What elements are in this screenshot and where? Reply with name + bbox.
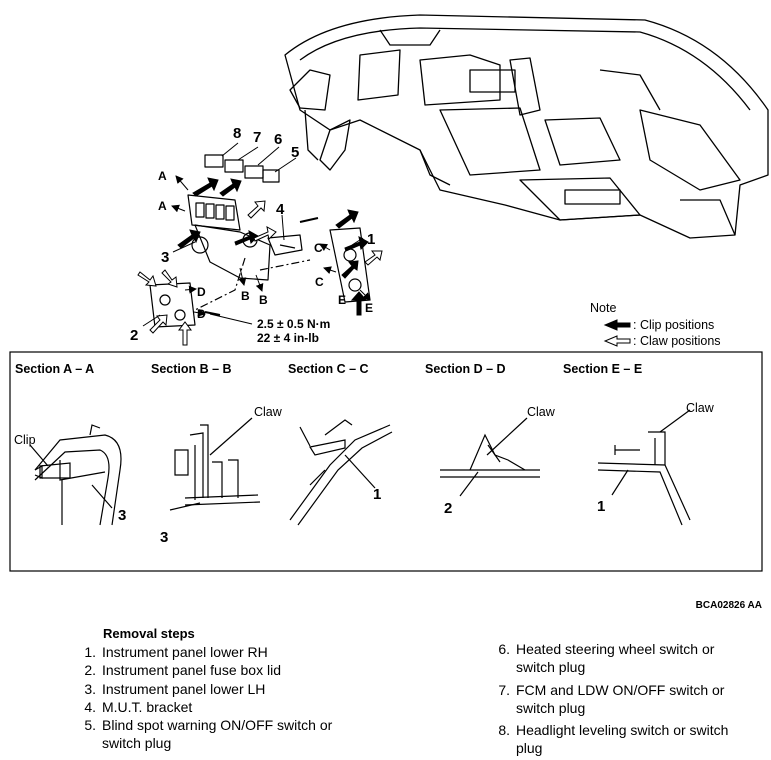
- section-e-label-part: 1: [597, 498, 605, 515]
- section-letter-e-right: E: [365, 301, 373, 315]
- step-number: 5.: [84, 717, 96, 734]
- section-b-drawing: [169, 417, 261, 511]
- sections-box: [9, 351, 763, 572]
- removal-step: 8. Headlight leveling switch or switch pl…: [488, 721, 752, 758]
- removal-step: 7. FCM and LDW ON/OFF switch or switch pl…: [488, 681, 752, 718]
- part-number-2: 2: [130, 327, 138, 344]
- part-number-4: 4: [276, 201, 285, 218]
- section-e-drawing: [597, 409, 691, 526]
- step-text: M.U.T. bracket: [102, 698, 193, 715]
- section-letter-c-top: C: [314, 241, 323, 255]
- note-claw-text: : Claw positions: [633, 334, 721, 348]
- section-c-title: Section C – C: [288, 362, 369, 376]
- section-b-label-claw: Claw: [254, 405, 283, 419]
- section-e-label-claw: Claw: [686, 401, 715, 415]
- section-a-label-clip: Clip: [14, 433, 36, 447]
- step-number: 8.: [498, 722, 510, 739]
- section-d-drawing: [440, 417, 540, 497]
- section-letter-d-top: D: [197, 285, 206, 299]
- step-text: Heated steering wheel switch or switch p…: [516, 641, 715, 676]
- part-number-1: 1: [367, 231, 375, 248]
- section-letter-d-bottom: D: [197, 307, 206, 321]
- removal-step: 3. Instrument panel lower LH: [74, 680, 374, 698]
- section-c-drawing: [289, 419, 393, 526]
- part-number-3: 3: [161, 249, 169, 266]
- step-number: 4.: [84, 698, 96, 715]
- removal-steps-title: Removal steps: [103, 626, 195, 641]
- section-letter-b-left: B: [241, 289, 250, 303]
- section-a-title: Section A – A: [15, 362, 94, 376]
- section-e-title: Section E – E: [563, 362, 642, 376]
- step-text: FCM and LDW ON/OFF switch or switch plug: [516, 681, 725, 716]
- part-number-7: 7: [253, 129, 261, 146]
- section-a-drawing: [29, 424, 122, 526]
- instrument-panel-diagram: 8 7 6 5 4 3 1 2 A A B B C C D D E E 2.5 …: [9, 14, 769, 572]
- step-number: 7.: [498, 681, 510, 698]
- section-c-label-part: 1: [373, 486, 381, 503]
- part-number-6: 6: [274, 131, 282, 148]
- note-legend: Note : Clip positions : Claw positions: [590, 301, 721, 348]
- section-letter-c-bottom: C: [315, 275, 324, 289]
- section-d-label-claw: Claw: [527, 405, 556, 419]
- removal-steps-left: 1. Instrument panel lower RH 2. Instrument…: [74, 643, 374, 753]
- section-a-label-part: 3: [118, 507, 126, 524]
- clip-arrows: [177, 177, 369, 316]
- removal-steps-right: 6. Heated steering wheel switch or switch…: [488, 640, 758, 758]
- dashboard-drawing: [284, 14, 769, 239]
- removal-step: 4. M.U.T. bracket: [74, 698, 374, 716]
- torque-imperial: 22 ± 4 in-lb: [257, 331, 319, 345]
- clip-legend-arrow-icon: [603, 319, 631, 331]
- document-id: BCA02826 AA: [695, 600, 762, 611]
- claw-legend-arrow-icon: [603, 335, 631, 347]
- removal-step: 5. Blind spot warning ON/OFF switch or sw…: [74, 716, 370, 753]
- note-clip-text: : Clip positions: [633, 318, 714, 332]
- step-text: Instrument panel lower LH: [102, 680, 266, 697]
- removal-step: 6. Heated steering wheel switch or switch…: [488, 640, 752, 677]
- section-letter-a-bottom: A: [158, 199, 167, 213]
- section-letter-b-right: B: [259, 293, 268, 307]
- step-number: 3.: [84, 680, 96, 697]
- removal-step: 2. Instrument panel fuse box lid: [74, 661, 374, 679]
- part-number-5: 5: [291, 144, 299, 161]
- section-b-title: Section B – B: [151, 362, 232, 376]
- step-text: Blind spot warning ON/OFF switch or swit…: [102, 717, 333, 752]
- section-indicators: [142, 142, 371, 327]
- section-letter-e-left: E: [338, 293, 346, 307]
- step-number: 1.: [84, 644, 96, 660]
- torque-metric: 2.5 ± 0.5 N·m: [257, 317, 330, 331]
- step-text: Instrument panel lower RH: [102, 644, 268, 660]
- exploded-parts-drawing: [149, 154, 371, 328]
- section-b-label-part: 3: [160, 529, 168, 546]
- claw-arrows: [137, 200, 383, 346]
- step-text: Headlight leveling switch or switch plug: [516, 722, 729, 757]
- note-title: Note: [590, 301, 616, 315]
- step-number: 2.: [84, 662, 96, 679]
- part-number-8: 8: [233, 125, 241, 142]
- step-text: Instrument panel fuse box lid: [102, 662, 281, 679]
- removal-step: 1. Instrument panel lower RH: [74, 643, 374, 661]
- section-letter-a-top: A: [158, 169, 167, 183]
- section-d-title: Section D – D: [425, 362, 506, 376]
- step-number: 6.: [498, 641, 510, 657]
- section-d-label-part: 2: [444, 500, 452, 517]
